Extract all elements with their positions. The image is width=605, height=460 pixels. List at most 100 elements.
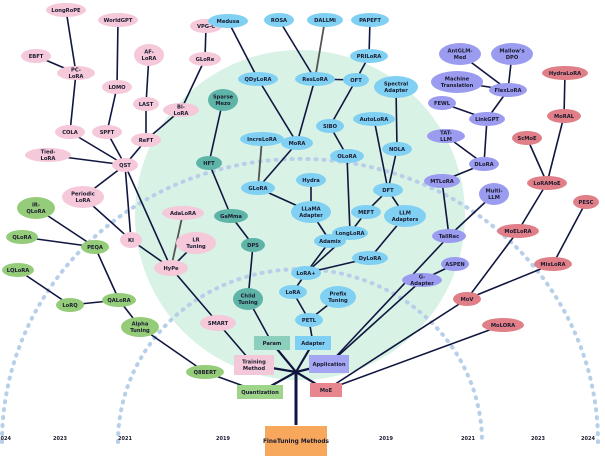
node-hype[interactable]: HyPe [154,260,188,276]
node-gamma-label: GaMma [220,214,242,220]
node-adamix[interactable]: Adamix [314,234,346,248]
node-dps[interactable]: DPS [241,238,265,252]
node-aspen[interactable]: ASPEN [441,257,469,271]
node-dlora[interactable]: DLoRA [469,157,499,171]
node-tiedlora-label: Tied-LoRA [41,150,56,162]
node-smart[interactable]: SMART [200,315,236,331]
node-worldgpt[interactable]: WorldGPT [98,13,138,27]
node-pesc[interactable]: PESC [573,195,599,209]
node-fewl[interactable]: FEWL [428,96,456,110]
node-multillm[interactable]: Multi-LLM [479,183,509,205]
node-aflora[interactable]: AF-LoRA [134,44,164,66]
node-mora-label: MoRA [289,141,306,147]
node-ebft-label: EBFT [29,54,44,60]
node-glore[interactable]: GLoRe [189,52,221,66]
node-moelora[interactable]: MoELoRA [497,224,539,238]
node-reslora[interactable]: ResLoRA [295,72,335,86]
node-llamaadapter-shape [291,201,331,223]
node-spft[interactable]: SPFT [92,125,122,139]
node-dft[interactable]: DFT [373,183,403,197]
node-pclora[interactable]: PC-LoRA [57,66,95,80]
node-qst[interactable]: QST [112,158,138,172]
node-rosa[interactable]: ROSA [264,13,294,27]
category-application[interactable]: Application [309,355,349,373]
node-lqlora[interactable]: LQLoRA [2,263,34,277]
node-prilora[interactable]: PRILoRA [350,49,388,63]
node-meft[interactable]: MEFT [351,205,381,219]
node-flexlora[interactable]: FlexLoRA [489,83,527,97]
node-peqa[interactable]: PEQA [81,240,109,254]
node-scmoe[interactable]: ScMoE [512,131,542,145]
node-hft[interactable]: HFT [196,156,222,170]
node-tiedlora[interactable]: Tied-LoRA [25,148,71,162]
category-moe[interactable]: MoE [310,383,342,397]
node-qalora[interactable]: QALoRA [102,293,136,307]
node-ebft[interactable]: EBFT [21,49,51,63]
node-dylora[interactable]: DyLoRA [352,251,388,265]
node-loraq-label: LoRQ [62,303,78,309]
node-sibo[interactable]: SIBO [316,119,344,133]
node-mixlora[interactable]: MixLoRA [534,257,572,271]
node-molora[interactable]: MoLORA [482,318,524,332]
node-qbbert[interactable]: Q8BERT [186,365,224,379]
node-qdylora[interactable]: QDyLoRA [238,72,278,86]
category-adapter[interactable]: Adapter [295,336,331,350]
node-mov[interactable]: MoV [453,292,481,306]
node-loramoe[interactable]: LoRAMoE [527,176,567,190]
node-last[interactable]: LAST [133,97,159,111]
node-cola[interactable]: COLA [55,125,85,139]
node-moral[interactable]: MoRAL [547,109,581,123]
edge-olora-longlora [346,155,351,234]
node-nola[interactable]: NOLA [382,142,412,156]
node-gadapter[interactable]: G-Adapter [402,273,442,287]
node-flexlora-label: FlexLoRA [494,88,521,94]
node-adalora[interactable]: AdaLoRA [162,206,204,220]
node-tallrec[interactable]: TallRec [432,229,466,243]
node-bilora[interactable]: Bi-LoRA [163,103,199,117]
node-lomo[interactable]: LOMO [102,80,132,94]
node-glora[interactable]: GLoRA [241,181,275,195]
node-loraq[interactable]: LoRQ [56,298,84,312]
node-adamix-label: Adamix [319,239,341,245]
node-loraplus[interactable]: LoRA+ [291,266,321,280]
node-lora[interactable]: LoRA [279,285,307,299]
node-linkgpt[interactable]: LinkGPT [469,112,505,126]
node-longrope[interactable]: LongRoPE [46,3,86,17]
node-mora[interactable]: MoRA [281,136,313,150]
node-qlora[interactable]: QLoRA [6,230,38,244]
node-mtlora[interactable]: MTLoRA [424,174,460,188]
node-reft[interactable]: ReFT [131,133,161,147]
node-irqlora[interactable]: IR-QLoRA [17,197,55,219]
node-antglm[interactable]: AntGLM-Med [439,43,481,65]
node-oft[interactable]: OFT [343,73,369,87]
node-medusa[interactable]: Medusa [208,14,248,28]
node-gamma[interactable]: GaMma [214,209,248,223]
root-node[interactable]: FineTuning Methods [263,426,330,456]
node-hydralora[interactable]: HydraLoRA [542,66,588,80]
node-olora[interactable]: OLoRA [330,149,364,163]
node-hydra[interactable]: Hydra [296,173,326,187]
node-incrementlora[interactable]: IncreLoRA [240,132,284,146]
node-papeft[interactable]: PAPEFT [351,13,389,27]
category-quantization[interactable]: Quantization [237,385,283,399]
node-petl[interactable]: PETL [295,313,323,327]
category-param[interactable]: Param [254,336,290,350]
node-autolora[interactable]: AutoLoRA [353,112,395,126]
edge-mora-glora [257,142,298,189]
node-machinetranslation-shape [431,71,483,93]
node-tatllm[interactable]: TAT-LLM [427,129,465,143]
node-ki[interactable]: KI [120,232,142,248]
node-dallmi[interactable]: DALLMi [307,13,343,27]
